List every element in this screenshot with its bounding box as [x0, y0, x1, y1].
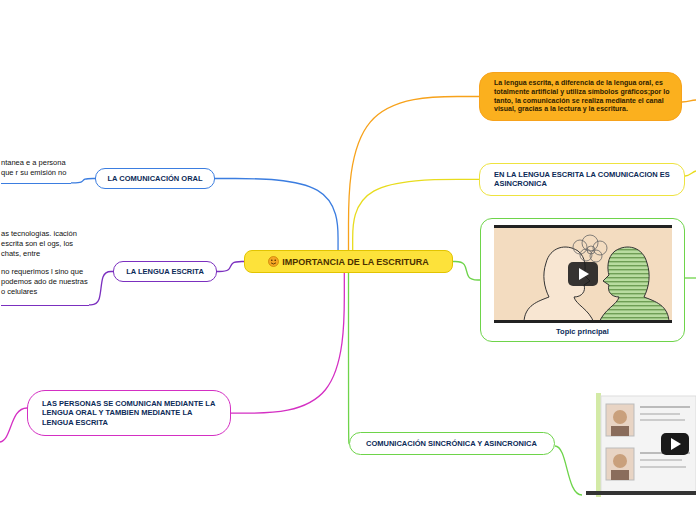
node-text: COMUNICACIÓN SINCRÓNICA Y ASINCRONICA	[366, 439, 542, 448]
avatar-body	[611, 470, 629, 480]
text-line	[640, 419, 685, 421]
smiley-eye	[275, 260, 277, 262]
thought-scribble	[593, 241, 607, 255]
topic-box: EN LA LENGUA ESCRITA LA COMUNICACION ES …	[479, 163, 685, 196]
branch-stub	[555, 446, 582, 495]
underline-topic: ntanea e a persona que r su emisión no	[1, 158, 71, 184]
avatar-body	[611, 426, 629, 436]
branch-connector	[89, 272, 113, 305]
thought-scribble	[573, 240, 587, 254]
node-text: as tecnologías. icación escrita son el o…	[1, 229, 89, 258]
media-topic: Topic principal	[480, 218, 685, 342]
video-ground	[494, 225, 672, 323]
thought-scribble	[590, 250, 602, 262]
avatar	[606, 448, 634, 480]
person-silhouette	[599, 247, 669, 323]
thought-scribble	[587, 246, 595, 254]
play-button	[568, 262, 598, 286]
node-text: EN LA LENGUA ESCRITA LA COMUNICACION ES …	[494, 170, 672, 189]
video-bar	[494, 225, 672, 228]
avatar-face	[613, 410, 627, 424]
smiley-face	[269, 257, 279, 267]
video-bar	[494, 320, 672, 323]
node-text: IMPORTANCIA DE LA ESCRITURA	[282, 257, 429, 267]
branch-stub	[0, 408, 27, 442]
topic-box: La lengua escrita, a diferencia de la le…	[479, 72, 682, 121]
video-thumbnail	[586, 393, 696, 497]
frame-bar	[596, 393, 601, 497]
branch-connector	[217, 262, 244, 272]
branch-connector	[348, 273, 350, 444]
topic-box: COMUNICACIÓN SINCRÓNICA Y ASINCRONICA	[349, 432, 555, 455]
smiley-mouth	[271, 263, 276, 264]
branch-stub	[682, 100, 696, 102]
node-text: LA LENGUA ESCRITA	[120, 267, 210, 276]
smiley-eye	[271, 260, 273, 262]
avatar	[606, 404, 634, 436]
topic-box: LA LENGUA ESCRITA	[113, 261, 217, 282]
branch-stub	[685, 171, 696, 176]
node-text: Topic principal	[493, 327, 672, 336]
progress-bar	[586, 491, 696, 495]
play-button	[661, 433, 689, 455]
text-line	[640, 406, 690, 408]
node-text: no requerimos l sino que podemos ado de …	[1, 267, 89, 296]
branch-connector	[231, 273, 344, 413]
underline-topic: as tecnologías. icación escrita son el o…	[1, 229, 89, 306]
play-icon	[671, 438, 681, 450]
topic-box: LAS PERSONAS SE COMUNICAN MEDIANTE LA LE…	[27, 390, 231, 436]
topic-box: LA COMUNICACIÓN ORAL	[95, 168, 215, 189]
central-topic: IMPORTANCIA DE LA ESCRITURA	[244, 250, 453, 273]
branch-connector	[71, 179, 95, 183]
smiley-icon	[268, 256, 279, 267]
branch-connector	[215, 179, 338, 251]
play-icon	[579, 268, 589, 280]
branch-connector	[453, 262, 480, 281]
branch-stub	[685, 277, 696, 278]
text-line	[640, 466, 686, 468]
node-text: LAS PERSONAS SE COMUNICAN MEDIANTE LA LE…	[42, 399, 218, 427]
video-illustration	[494, 225, 672, 323]
branch-connector	[349, 97, 480, 251]
node-text: La lengua escrita, a diferencia de la le…	[494, 79, 671, 114]
text-line	[640, 459, 682, 461]
node-text: ntanea e a persona que r su emisión no	[1, 158, 71, 178]
text-line	[640, 413, 680, 415]
avatar-face	[613, 454, 627, 468]
thumb-ground	[601, 396, 696, 492]
branch-connector	[353, 179, 479, 250]
node-text: LA COMUNICACIÓN ORAL	[102, 174, 208, 183]
